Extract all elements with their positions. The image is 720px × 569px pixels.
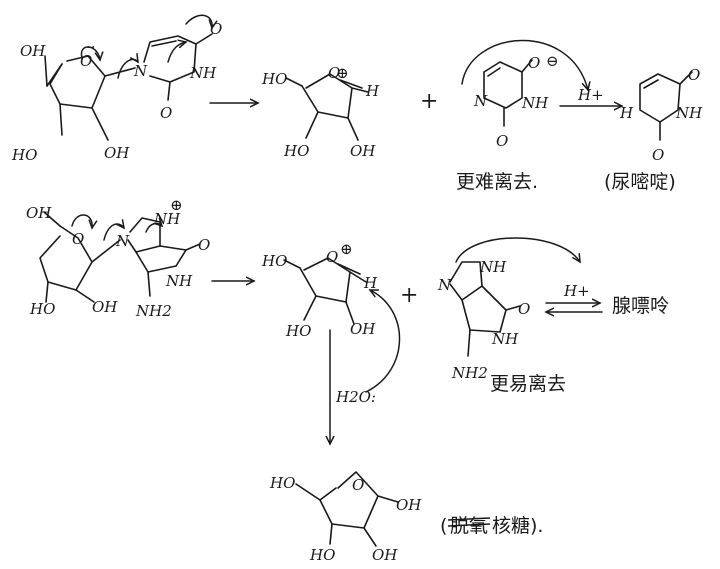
ho-label: HO	[261, 252, 287, 270]
cation-charge: ⊕	[336, 64, 349, 82]
ribose-product: HO O OH HO OH	[269, 471, 422, 564]
n-label: N	[133, 62, 148, 80]
adenine-caption: 腺嘌呤	[612, 295, 669, 317]
plus-sign: +	[420, 89, 438, 114]
plus-sign: +	[400, 283, 418, 308]
uridine-structure: OH O ·· HO OH N O NH O	[11, 14, 222, 164]
n-label: N	[437, 276, 452, 294]
ring-oxygen-label: O	[352, 476, 364, 494]
oh-label: OH	[372, 546, 398, 564]
h-label: H	[363, 274, 378, 292]
o-label: O	[496, 132, 508, 150]
ring-oxygen-label: O	[328, 64, 340, 82]
oxocarbenium-ion-2: HO O ⊕ H HO OH H2O:	[261, 240, 401, 406]
nh-label: NH	[165, 272, 193, 290]
oxocarbenium-ion-1: HO O ⊕ H HO OH	[261, 64, 380, 160]
equilibrium-arrows: H+	[546, 282, 603, 312]
nh-label: H	[619, 104, 634, 122]
amino-label: NH2	[135, 302, 172, 320]
water-label: H2O:	[335, 388, 376, 406]
oh-label: OH	[350, 320, 376, 338]
amino-label: NH2	[451, 364, 488, 382]
uracil-anion: O ⊖ N NH O 更难离去.	[456, 39, 588, 193]
oh-label: OH	[350, 142, 376, 160]
leaving-caption: 更难离去.	[456, 171, 538, 193]
nh-label: NH	[189, 64, 217, 82]
ho-label: HO	[285, 322, 311, 340]
cation-charge: ⊕	[170, 196, 183, 214]
ho-label: HO	[29, 300, 55, 318]
caption-open-paren: (	[440, 515, 447, 537]
oh-label: OH	[92, 298, 118, 316]
ho-label: HO	[269, 474, 295, 492]
anion-charge: ⊖	[546, 52, 559, 70]
o-label: O	[688, 66, 700, 84]
oh-label: OH	[20, 42, 46, 60]
uracil-product: O H NH O (尿嘧啶)	[604, 66, 703, 193]
proton-label: H+	[563, 282, 590, 300]
ho-label: HO	[283, 142, 309, 160]
nh-label: NH	[479, 258, 507, 276]
proton-label: H+	[577, 86, 604, 104]
n-label: N	[115, 232, 130, 250]
struck-text: 脱氧	[450, 515, 488, 537]
ring-oxygen-label: O	[326, 248, 338, 266]
oh-label: OH	[26, 204, 52, 222]
o-label: O	[652, 146, 664, 164]
ho-label: HO	[309, 546, 335, 564]
nh-label: NH	[521, 94, 549, 112]
n-label: N	[473, 92, 488, 110]
oh-label: OH	[396, 496, 422, 514]
ho-label: HO	[11, 146, 37, 164]
cation-charge: ⊕	[340, 240, 353, 258]
product-caption: 核糖).	[492, 515, 543, 537]
o-label: O	[198, 236, 210, 254]
protonated-adenosine: OH O HO OH N O NH NH2 NH ⊕	[26, 196, 210, 320]
ring-oxygen-label: O	[72, 230, 84, 248]
leaving-caption: 更易离去	[490, 373, 566, 395]
nh-label: NH	[491, 330, 519, 348]
oh-label: OH	[104, 144, 130, 162]
o-label: O	[160, 104, 172, 122]
nh-label: NH	[675, 104, 703, 122]
adenine-leaving-group: N O NH NH NH2 更易离去	[437, 237, 580, 395]
ring-oxygen-label: O	[80, 52, 92, 70]
ho-label: HO	[261, 70, 287, 88]
product-caption: (尿嘧啶)	[604, 171, 676, 193]
h-label: H	[365, 82, 380, 100]
o-label: O	[528, 54, 540, 72]
ribose-caption: ( 脱氧 核糖).	[440, 515, 543, 537]
o-label: O	[518, 300, 530, 318]
